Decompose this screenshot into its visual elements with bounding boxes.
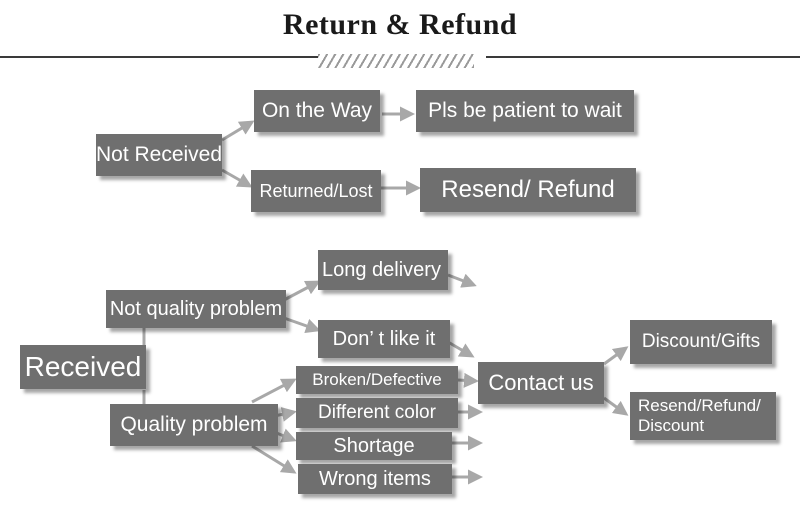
node-resend-refund-discount: Resend/Refund/ Discount	[630, 392, 776, 440]
node-be-patient: Pls be patient to wait	[416, 90, 634, 132]
node-not-received: Not Received	[96, 134, 222, 176]
arrow-contact-to-resendrefunddiscount	[603, 396, 629, 416]
arrow-broken-to-contact	[457, 372, 479, 388]
arrow-notreceived-to-ontheway	[221, 120, 255, 142]
node-on-the-way: On the Way	[254, 90, 380, 132]
arrow-longdelivery-out	[447, 273, 477, 288]
arrow-quality-to-broken	[251, 378, 297, 404]
title-hatch-decoration	[318, 54, 474, 68]
node-not-quality-problem: Not quality problem	[106, 290, 286, 328]
resend-refund-discount-line2: Discount	[638, 416, 705, 435]
arrow-quality-to-wrong	[251, 444, 297, 474]
node-wrong-items: Wrong items	[298, 464, 452, 494]
arrow-notquality-to-dontlike	[283, 316, 321, 334]
arrow-contact-to-discount	[603, 346, 629, 366]
node-dont-like-it: Don’ t like it	[318, 320, 450, 358]
arrow-dontlike-to-contact	[447, 340, 475, 358]
node-broken-defective: Broken/Defective	[296, 366, 458, 394]
arrow-notquality-to-longdelivery	[283, 280, 321, 302]
arrow-notreceived-to-returned	[221, 168, 253, 188]
node-discount-gifts: Discount/Gifts	[630, 320, 772, 364]
node-received: Received	[20, 345, 146, 389]
node-returned-lost: Returned/Lost	[251, 170, 381, 212]
node-quality-problem: Quality problem	[110, 404, 278, 446]
node-different-color: Different color	[296, 398, 458, 428]
resend-refund-discount-line1: Resend/Refund/	[638, 396, 761, 416]
node-resend-refund: Resend/ Refund	[420, 168, 636, 212]
node-shortage: Shortage	[296, 432, 452, 460]
title-rule-left	[0, 56, 318, 58]
node-contact-us: Contact us	[478, 362, 604, 404]
page-title: Return & Refund	[282, 8, 518, 41]
node-long-delivery: Long delivery	[318, 250, 448, 290]
title-rule-right	[486, 56, 800, 58]
